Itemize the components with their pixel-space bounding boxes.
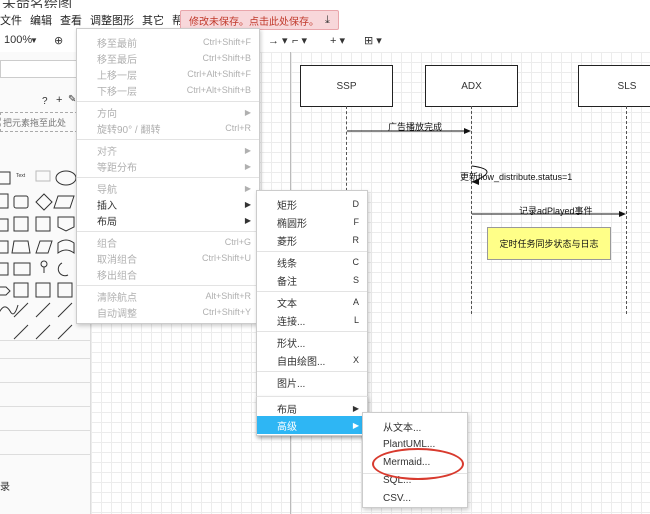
chevron-right-icon: ▶ — [244, 215, 251, 225]
help-icon[interactable]: ? — [42, 96, 48, 107]
actor-sls[interactable]: SLS — [578, 65, 650, 107]
message-label[interactable]: 记录adPlayed事件 — [519, 206, 593, 216]
menu-separator — [257, 331, 367, 332]
menu-item-shapes[interactable]: 形状... — [277, 338, 306, 350]
palette-divider — [0, 406, 90, 407]
menu-separator — [257, 251, 367, 252]
palette-divider — [0, 430, 90, 431]
menu-item-remove-from-group[interactable]: 移出组合 — [97, 270, 137, 282]
note-shape[interactable]: 定时任务同步状态与日志 — [487, 227, 611, 260]
menu-separator — [77, 101, 259, 102]
menu-item-distribute[interactable]: 等距分布▶ — [97, 161, 251, 174]
menu-file[interactable]: 文件 — [0, 15, 22, 27]
download-icon: ⤓ — [325, 13, 330, 26]
drop-hint: 把元素拖至此处 — [3, 118, 67, 128]
chevron-right-icon: ▶ — [352, 403, 359, 413]
message-label[interactable]: 广告播放完成 — [388, 122, 443, 132]
chevron-right-icon: ▶ — [244, 161, 251, 171]
lifeline-ssp — [346, 106, 347, 196]
palette-divider — [0, 382, 90, 383]
menu-extras[interactable]: 其它 — [142, 15, 164, 27]
menu-edit[interactable]: 编辑 — [30, 15, 52, 27]
add-icon[interactable]: + — [56, 94, 63, 106]
waypoints-button[interactable]: ⌐ ▾ — [292, 35, 308, 47]
panel-footer-label: 录 — [0, 482, 10, 493]
palette-divider — [0, 340, 90, 341]
chevron-right-icon: ▶ — [244, 199, 251, 209]
edit-icon[interactable]: ✎ — [68, 94, 77, 105]
menu-view[interactable]: 查看 — [60, 15, 82, 27]
menu-item-align[interactable]: 对齐▶ — [97, 145, 251, 158]
insert-button[interactable]: + ▾ — [330, 35, 346, 47]
menu-item-navigation[interactable]: 导航▶ — [97, 183, 251, 196]
chevron-right-icon: ▶ — [244, 145, 251, 155]
menu-item-image[interactable]: 图片... — [277, 378, 306, 390]
connection-style-button[interactable]: → ▾ — [268, 35, 288, 47]
palette-divider — [0, 454, 90, 455]
menu-separator — [257, 291, 367, 292]
menu-item-freehand[interactable]: 自由绘图...X — [277, 355, 359, 368]
menu-item-direction[interactable]: 方向▶ — [97, 107, 251, 120]
window-title: 未命名绘图 — [2, 0, 72, 8]
menu-separator — [77, 177, 259, 178]
lifeline-adx — [471, 106, 472, 314]
menu-item-sql[interactable]: SQL... — [383, 474, 412, 486]
menu-item-from-text[interactable]: 从文本... — [383, 422, 422, 434]
shapes-panel: ? + ✎ 把元素拖至此处 Text — [0, 52, 91, 514]
shape-palette[interactable]: Text — [0, 167, 90, 352]
menu-item-layout[interactable]: 布局▶ — [97, 215, 251, 228]
chevron-right-icon: ▶ — [244, 107, 251, 117]
chevron-right-icon: ▶ — [352, 420, 359, 430]
zoom-in-icon[interactable]: ⊕ — [54, 35, 64, 47]
palette-divider — [0, 358, 90, 359]
table-button[interactable]: ⊞ ▾ — [364, 35, 382, 47]
svg-text:Text: Text — [16, 173, 26, 179]
message-label[interactable]: 更新flow_distribute.status=1 — [460, 172, 573, 182]
actor-ssp[interactable]: SSP — [300, 65, 393, 107]
menu-item-link[interactable]: 连接...L — [277, 315, 359, 328]
annotation-circle — [372, 448, 464, 480]
unsaved-text: 修改未保存。点击此处保存。 — [189, 16, 319, 28]
menu-item-plantuml[interactable]: PlantUML... — [383, 438, 436, 450]
zoom-dropdown-icon[interactable]: ▼ — [30, 36, 38, 45]
menu-arrange[interactable]: 调整图形 — [90, 15, 134, 27]
insert-submenu-lower: 布局▶ 高级▶ — [256, 396, 368, 436]
menu-separator — [257, 371, 367, 372]
zoom-select[interactable]: 100% — [4, 34, 33, 46]
menu-item-csv[interactable]: CSV... — [383, 492, 411, 504]
actor-adx[interactable]: ADX — [425, 65, 518, 107]
chevron-right-icon: ▶ — [244, 183, 251, 193]
menu-item-advanced[interactable]: 高级▶ — [257, 416, 367, 434]
menu-item-insert-layout[interactable]: 布局▶ — [277, 403, 359, 416]
menu-item-insert[interactable]: 插入▶ — [97, 199, 251, 212]
menu-separator — [77, 231, 259, 232]
menu-separator — [77, 139, 259, 140]
lifeline-sls — [626, 106, 627, 314]
menu-separator — [77, 285, 259, 286]
